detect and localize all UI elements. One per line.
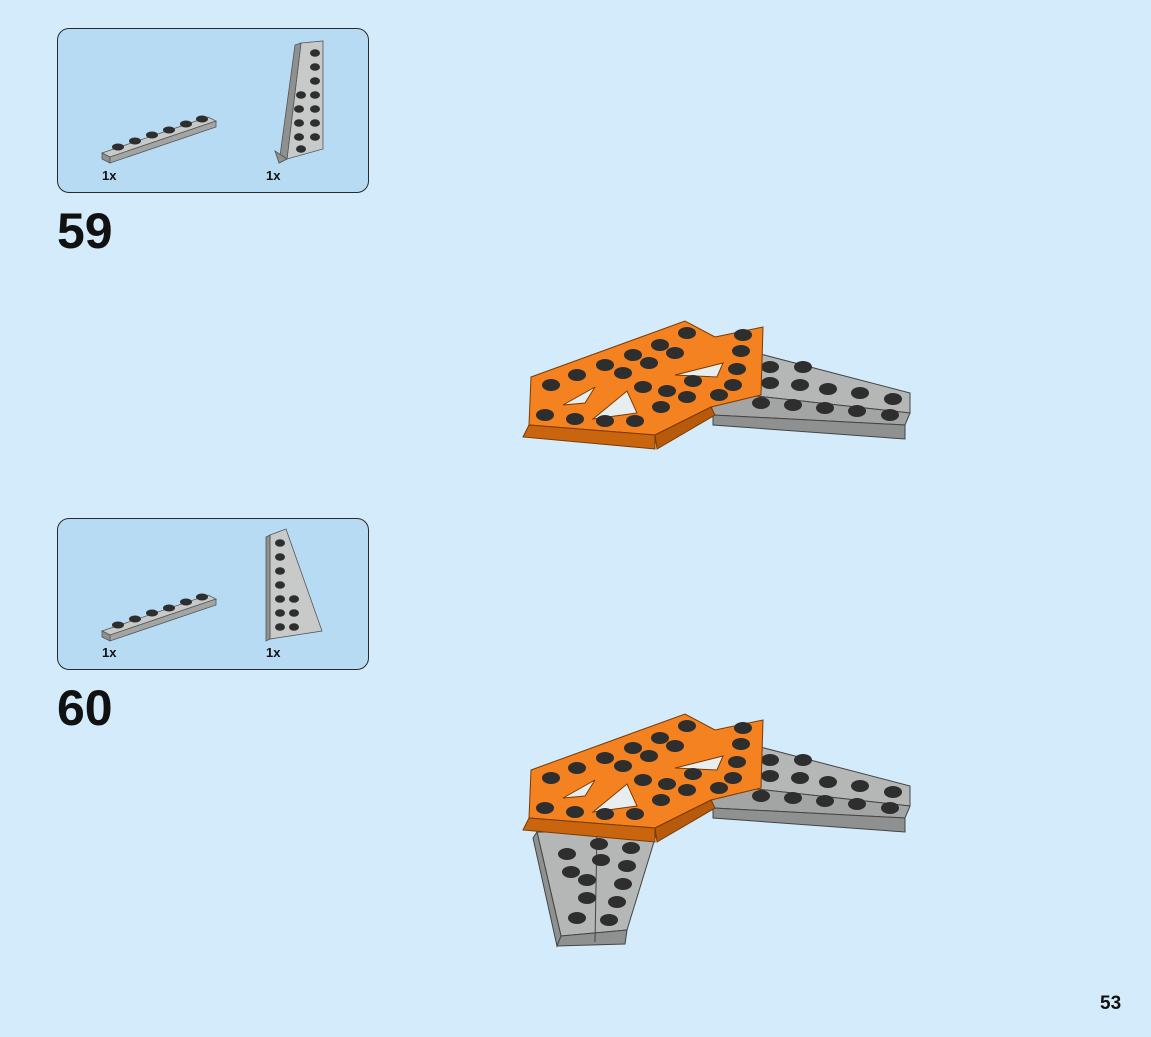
page-number: 53 [1100, 993, 1122, 1014]
assembly-model-60 [522, 713, 911, 948]
part-qty: 1x [102, 168, 117, 183]
step-number: 59 [57, 203, 113, 259]
part-qty: 1x [266, 645, 281, 660]
part-qty: 1x [102, 645, 117, 660]
step-number: 60 [57, 680, 113, 736]
parts-callout-59: 1x 1x [57, 28, 369, 193]
gray-1x6-plate-icon [100, 115, 218, 164]
assembly-model-59 [522, 320, 911, 450]
part-qty: 1x [266, 168, 281, 183]
gray-1x6-plate-icon [100, 593, 218, 642]
parts-callout-60: 1x 1x [57, 518, 369, 670]
gray-wedge-plate-icon [274, 40, 324, 164]
gray-wedge-plate-icon [265, 528, 323, 642]
